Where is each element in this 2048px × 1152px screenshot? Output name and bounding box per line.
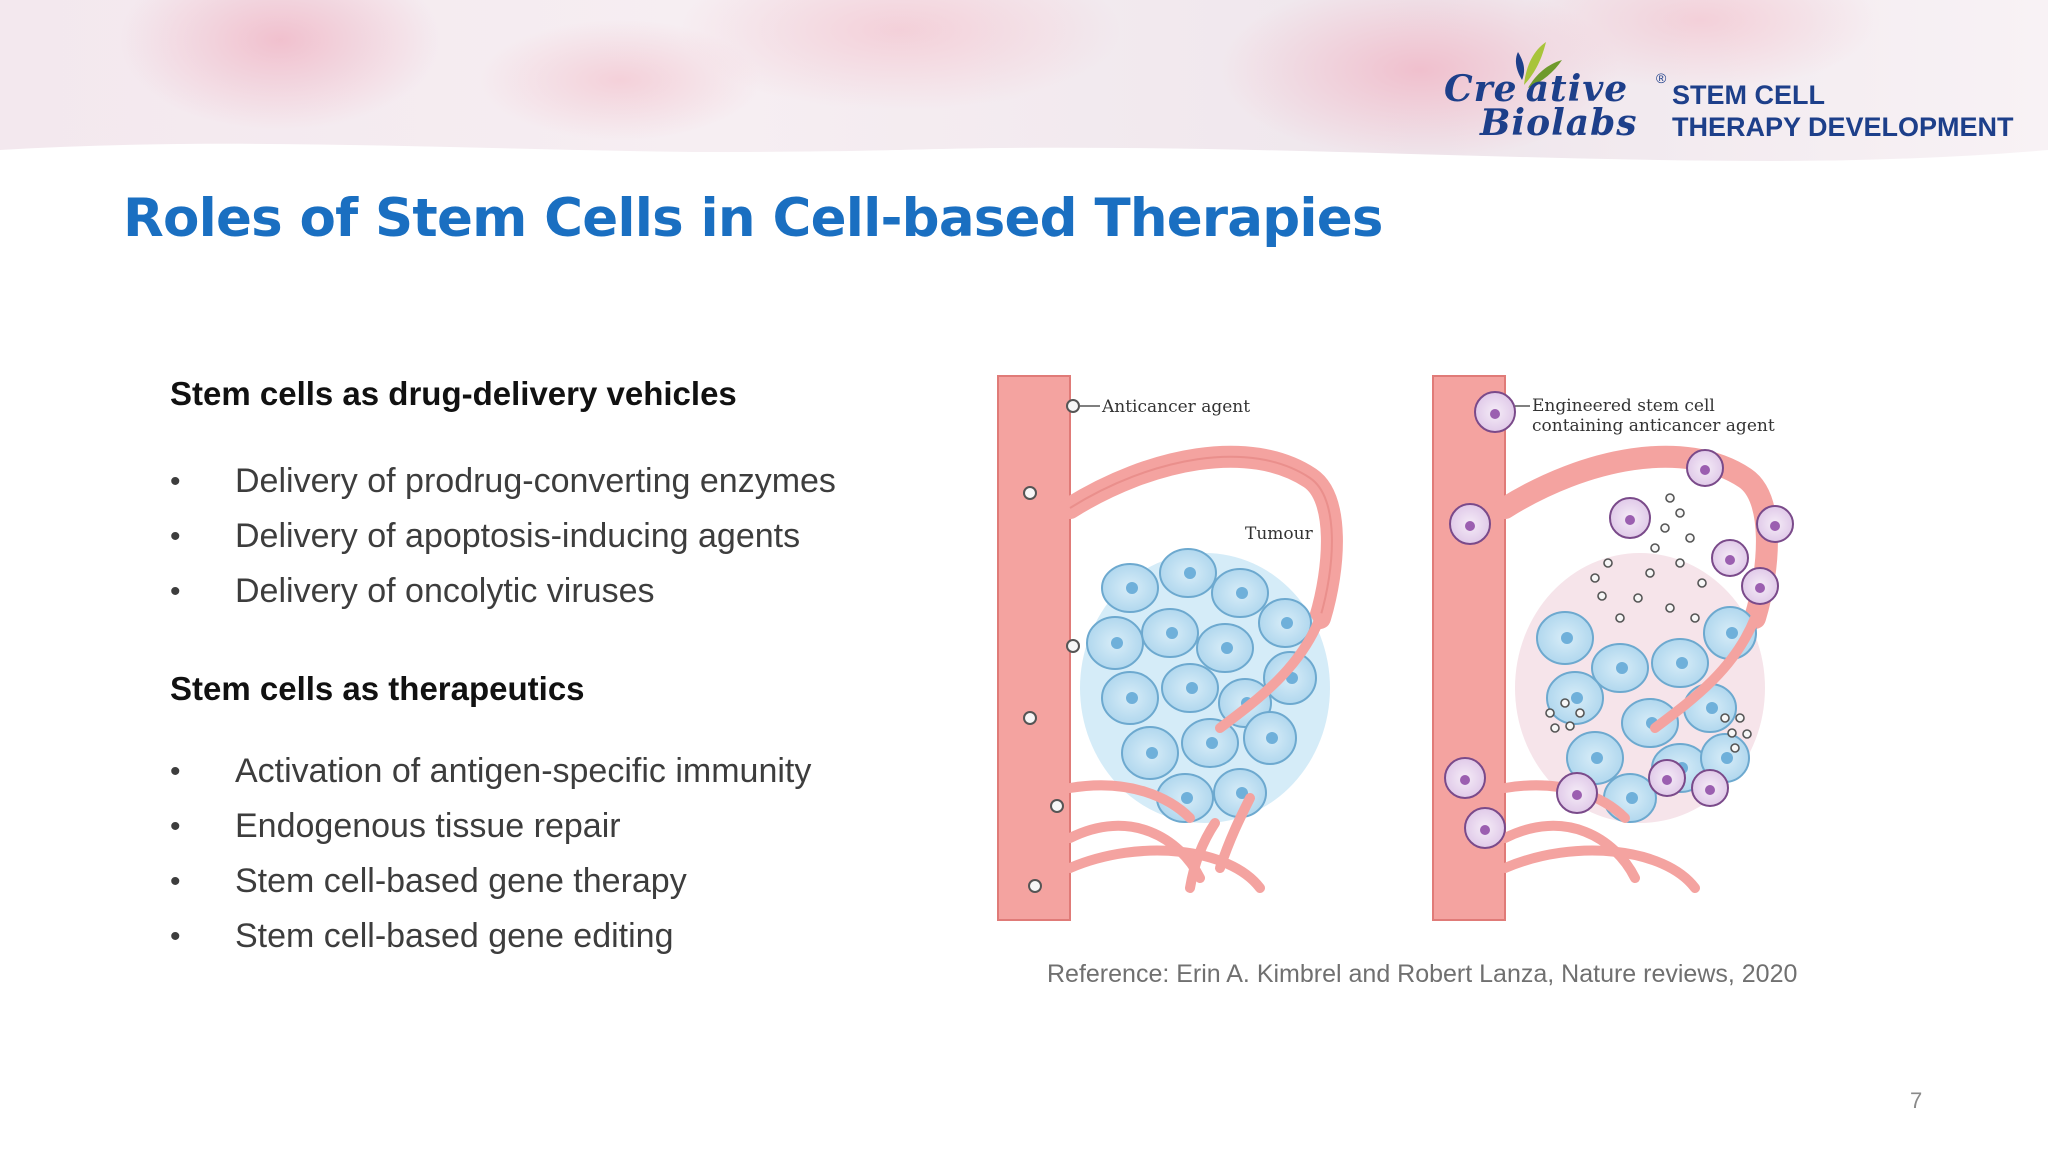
- logo-line-2: Biolabs: [1480, 102, 1638, 144]
- company-logo: Cre ative Biolabs ® STEM CELL THERAPY DE…: [1440, 40, 2020, 150]
- logo-line-1: Cre ative: [1444, 68, 1629, 110]
- therapeutics-list: • Activation of antigen-specific immunity…: [170, 744, 811, 964]
- registered-mark: ®: [1656, 70, 1667, 86]
- list-item: • Endogenous tissue repair: [170, 799, 811, 854]
- header-background: [0, 0, 2048, 190]
- left-panel: Anticancer agent Tumour: [997, 375, 1343, 921]
- page-number: 7: [1910, 1088, 1923, 1113]
- list-item-text: Endogenous tissue repair: [235, 807, 621, 845]
- stem-cell-nuclei: [1460, 409, 1780, 835]
- section-heading-therapeutics: Stem cells as therapeutics: [170, 670, 585, 707]
- label-anticancer-agent: Anticancer agent: [1101, 397, 1250, 417]
- list-item: • Delivery of prodrug-converting enzymes: [170, 454, 836, 509]
- reference-citation: Reference: Erin A. Kimbrel and Robert La…: [1047, 960, 1798, 988]
- leaf-icon: [1515, 42, 1562, 88]
- bullet-icon: •: [170, 810, 181, 843]
- capillaries: [1065, 613, 1325, 893]
- list-item-text: Delivery of apoptosis-inducing agents: [235, 517, 801, 555]
- bullet-icon: •: [170, 575, 181, 608]
- bullet-icon: •: [170, 920, 181, 953]
- list-item-text: Activation of antigen-specific immunity: [235, 752, 812, 790]
- page-title: Roles of Stem Cells in Cell-based Therap…: [123, 188, 1383, 249]
- label-engineered-stem-cell: Engineered stem cell: [1532, 396, 1715, 416]
- list-item: • Delivery of apoptosis-inducing agents: [170, 509, 836, 564]
- released-agent-dots: [1545, 493, 1752, 753]
- section-heading-drug-delivery: Stem cells as drug-delivery vehicles: [170, 375, 737, 412]
- anticancer-agent-dots: [1023, 399, 1080, 893]
- drug-delivery-list: •Delivery of prodrug-converting enzymes …: [170, 454, 836, 619]
- bullet-icon: •: [170, 755, 181, 788]
- right-panel: Engineered stem cell containing anticanc…: [1432, 375, 1794, 921]
- list-item-text: Stem cell-based gene editing: [235, 917, 674, 955]
- list-item: • Delivery of oncolytic viruses: [170, 564, 836, 619]
- logo-tagline-1: STEM CELL: [1672, 80, 1825, 110]
- label-tumour: Tumour: [1245, 524, 1314, 544]
- stem-cell-delivery-illustration: Anticancer agent Tumour: [997, 375, 1794, 921]
- blood-vessel: [997, 375, 1071, 921]
- bullet-icon: •: [170, 520, 181, 553]
- bullet-icon: •: [170, 465, 181, 498]
- logo-tagline-2: THERAPY DEVELOPMENT: [1672, 112, 2014, 142]
- list-item: • Stem cell-based gene therapy: [170, 854, 811, 909]
- list-item-text: Delivery of prodrug-converting enzymes: [235, 462, 836, 500]
- list-item-text: Stem cell-based gene therapy: [235, 862, 687, 900]
- bullet-icon: •: [170, 865, 181, 898]
- vessel-branch: [1494, 445, 1778, 629]
- list-item-text: Delivery of oncolytic viruses: [235, 572, 655, 610]
- list-item: • Activation of antigen-specific immunity: [170, 744, 811, 799]
- list-item: • Stem cell-based gene editing: [170, 909, 811, 964]
- label-engineered-stem-cell-2: containing anticancer agent: [1532, 416, 1775, 436]
